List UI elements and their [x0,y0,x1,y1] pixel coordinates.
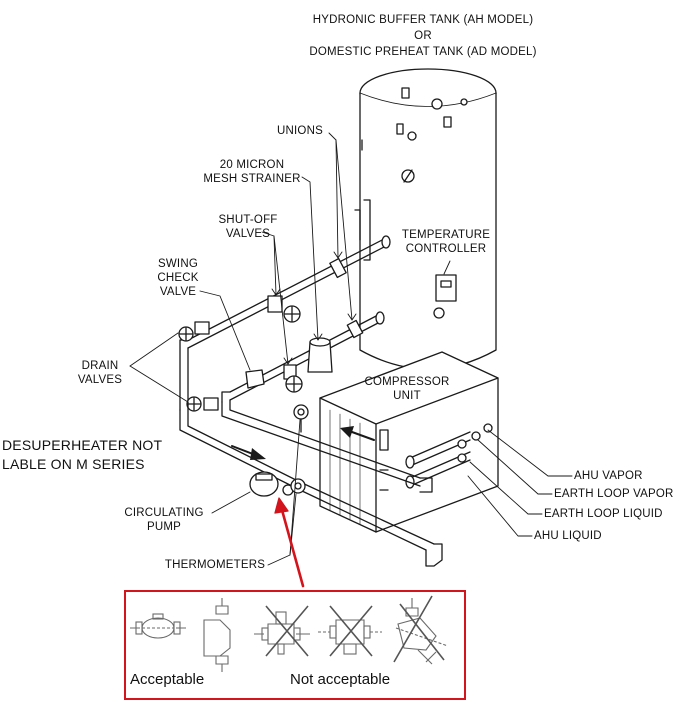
compressor-unit [319,351,499,533]
flow-arrow-head-2 [340,426,354,438]
strainer-label-line-1: 20 MICRON [219,159,285,171]
unions-label: UNIONS [277,125,323,137]
flow-arrow-head-1 [250,448,266,460]
upper-pipe [178,235,391,411]
earth-loop-vapor-label: EARTH LOOP VAPOR [554,488,674,500]
leader-lines [129,132,573,566]
shutoff-label-line-2: VALVES [225,228,271,240]
pump-orientation-legend [124,590,466,700]
drain-valves-label-line-2: VALVES [77,374,123,386]
swing-check-label-line-3: VALVE [159,286,197,298]
ahu-liquid-label: AHU LIQUID [534,530,602,542]
temperature-controller-label-line-2: CONTROLLER [405,243,487,255]
circulating-pump-label-line-1: CIRCULATING [124,507,204,519]
lower-pipe [186,311,385,412]
acceptable-horizontal-pump-icon [130,613,186,639]
temperature-controller-label-line-1: TEMPERATURE [401,229,491,241]
highlight-arrow-head [274,497,289,514]
desuperheater-note-line-1: DESUPERHEATER NOT [2,437,163,453]
acceptable-label: Acceptable [130,671,205,688]
swing-check-label-line-1: SWING [158,258,198,270]
circulating-pump-label-line-2: PUMP [146,521,182,533]
not-acceptable-pump-icon-2 [318,605,382,657]
highlight-leader [280,508,305,588]
desuperheater-note-line-2: LABLE ON M SERIES [2,456,145,472]
tank-title-line-2: OR [414,30,432,42]
compressor-unit-label-line-1: COMPRESSOR [364,376,450,388]
drain-valves-label-line-1: DRAIN [81,360,119,372]
ahu-vapor-label: AHU VAPOR [574,470,643,482]
tank-title-line-3: DOMESTIC PREHEAT TANK (AD MODEL) [309,46,537,58]
not-acceptable-label: Not acceptable [290,671,391,688]
tank-title-line-1: HYDRONIC BUFFER TANK (AH MODEL) [312,14,534,26]
strainer-label-line-2: MESH STRAINER [203,173,301,185]
acceptable-vertical-pump-icon [203,598,231,672]
swing-check-label-line-2: CHECK [157,272,199,284]
compressor-unit-label-line-2: UNIT [393,390,421,402]
not-acceptable-pump-icon-1 [254,605,310,657]
shutoff-label-line-1: SHUT-OFF [218,214,278,226]
thermometers-label: THERMOMETERS [164,559,266,571]
earth-loop-liquid-label: EARTH LOOP LIQUID [544,508,663,520]
pump-loop [179,399,443,567]
not-acceptable-pump-icon-3 [393,595,449,665]
buffer-tank [354,68,497,370]
